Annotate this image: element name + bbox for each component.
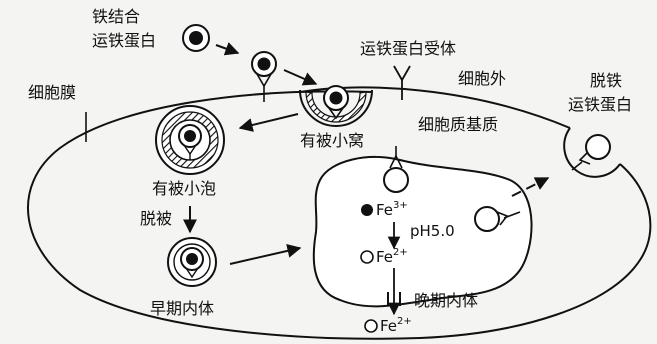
holo-transferrin-free	[183, 25, 209, 51]
label-fe3-symbol: Fe	[376, 201, 393, 219]
label-outside: 细胞外	[458, 69, 506, 88]
label-receptor: 运铁蛋白受体	[360, 39, 456, 58]
arrow-to-receptor	[216, 45, 238, 53]
apo-transferrin-release	[564, 128, 620, 177]
label-matrix: 细胞质基质	[418, 115, 498, 134]
label-fe3-charge: 3+	[393, 200, 408, 211]
label-fe2-charge: 2+	[393, 247, 408, 258]
early-endosome	[168, 238, 216, 286]
fe2-ion	[361, 251, 373, 263]
label-fe2-cytosol-charge: 2+	[397, 316, 412, 327]
transferrin-receptor	[394, 66, 410, 100]
label-early-endosome: 早期内体	[150, 299, 214, 318]
label-holo-line1: 铁结合	[92, 7, 140, 26]
label-apo-line1: 脱铁	[590, 71, 622, 90]
coated-vesicle	[156, 106, 224, 174]
fe3-ion	[361, 204, 373, 216]
label-fe2-cytosol-symbol: Fe	[380, 317, 397, 335]
label-ph: pH5.0	[410, 222, 455, 240]
label-fe2-cytosol: Fe2+	[380, 316, 412, 335]
label-holo-line2: 运铁蛋白	[92, 31, 156, 50]
label-coated-vesicle: 有被小泡	[152, 179, 216, 198]
arrow-to-vesicle	[240, 114, 298, 128]
arrow-to-pit	[284, 70, 316, 84]
label-membrane: 细胞膜	[28, 83, 76, 102]
label-late-endosome: 晚期内体	[414, 291, 478, 310]
fe2-ion-cytosol	[365, 320, 377, 332]
label-coated-pit: 有被小窝	[300, 131, 364, 150]
arrow-to-late-endosome	[230, 248, 300, 264]
label-apo-line2: 运铁蛋白	[568, 95, 632, 114]
label-uncoating: 脱被	[140, 209, 172, 228]
label-fe2-symbol: Fe	[376, 248, 393, 266]
